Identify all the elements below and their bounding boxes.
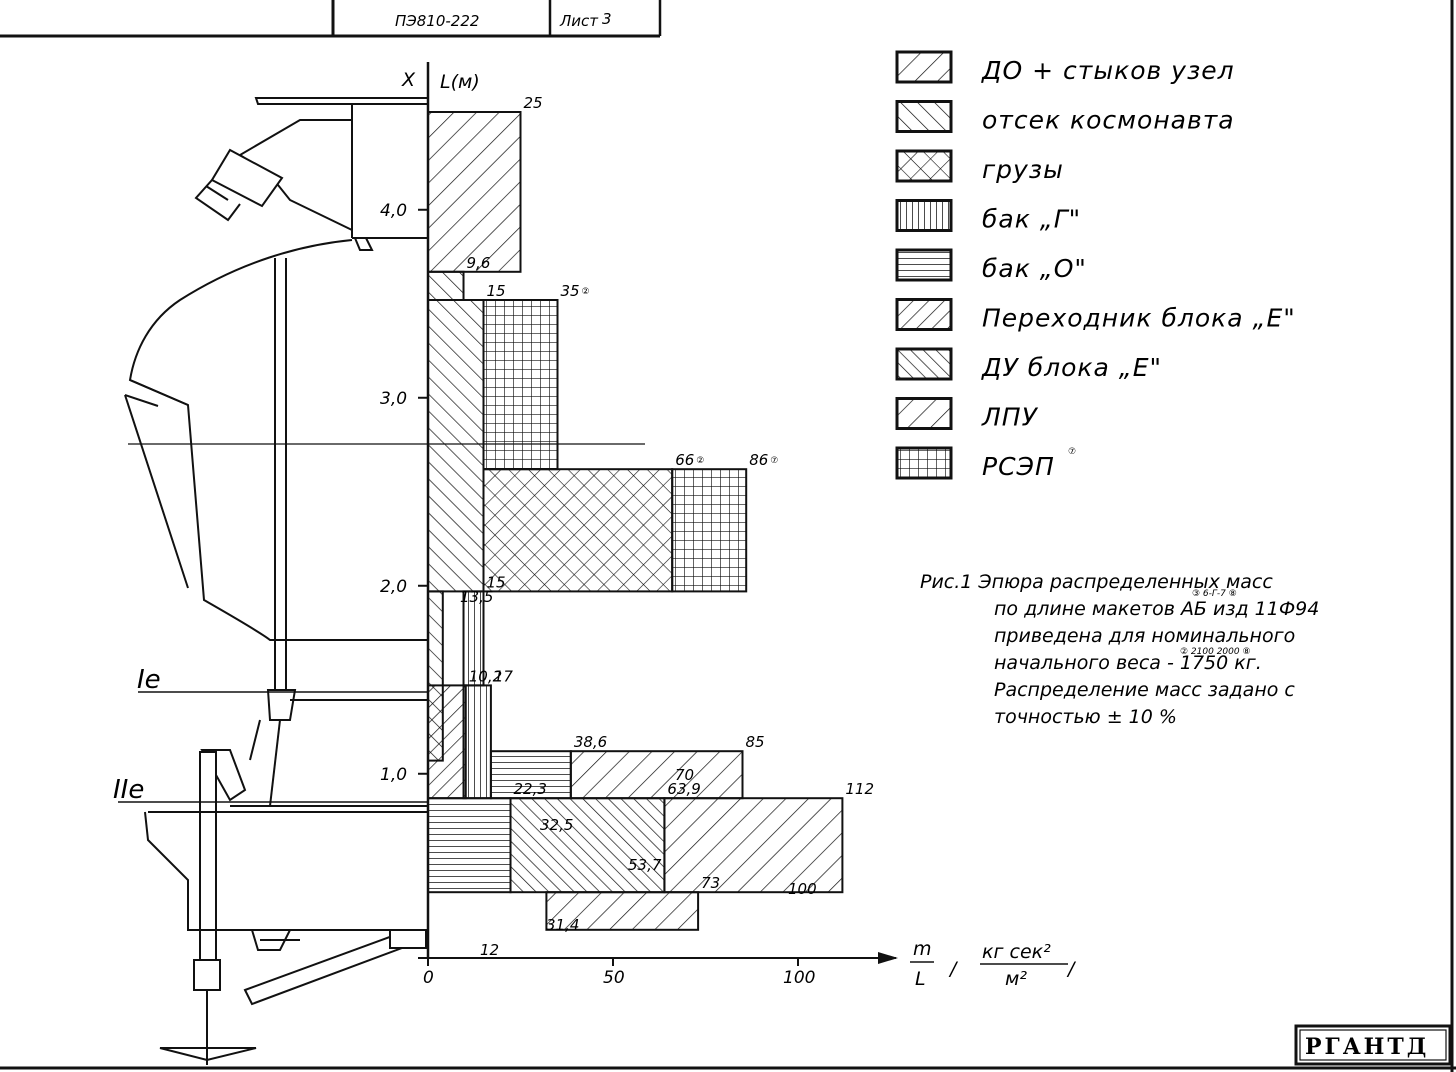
block-4-segment-1-label: 17	[494, 667, 514, 685]
block-3-segment-0	[482, 468, 674, 593]
legend-label-7: ЛПУ	[981, 403, 1039, 432]
block-2-segment-1	[671, 468, 748, 593]
caption-line-1: по длине макетов АБ изд 11Ф94	[994, 598, 1319, 620]
stamp-text: РГАНТД	[1305, 1034, 1429, 1060]
legend-swatch-бак-г	[895, 199, 953, 232]
figure-caption: Рис.1 Эпюра распределенных масс по длине …	[920, 571, 1319, 728]
legend-label-6: ДУ блока „Е"	[981, 353, 1162, 382]
x-tick-label-2: 100	[783, 968, 815, 988]
x-tick-label-1: 50	[603, 968, 625, 988]
step-label-5: 31,4	[546, 916, 579, 934]
caption-line-5: точностью ± 10 %	[994, 706, 1177, 728]
legend-swatch-грузы	[895, 149, 953, 183]
block-8-segment-2	[545, 891, 700, 931]
block-3-segment-0-label: 66	[675, 451, 694, 469]
legend-label-0: ДО + стыков узел	[981, 56, 1235, 85]
block-2-segment-0-label: 35	[561, 282, 580, 300]
block-6-segment-1	[427, 797, 512, 894]
step-label-1: 32,5	[540, 816, 573, 834]
step-label-2: 53,7	[628, 856, 662, 874]
y-tick-label-1: 3,0	[380, 389, 407, 409]
legend-swatch-бак-о	[895, 248, 953, 282]
unit-fraction-denominator: L	[915, 968, 926, 990]
block-8-segment-1-label: 112	[845, 780, 874, 798]
block-0-segment-0-label: 25	[524, 94, 543, 112]
block-4-segment-1	[462, 684, 492, 800]
caption-line-3: начального веса - 1750 кг.	[994, 652, 1262, 674]
block-3-segment-0-note: ②	[696, 456, 704, 466]
block-7-segment-0	[509, 797, 666, 894]
legend-swatch-ду-блока-е	[895, 347, 953, 381]
block-7-segment-0-label: 63,9	[667, 780, 700, 798]
sheet-number: 3	[602, 10, 612, 28]
step-label-6: 12	[480, 941, 499, 959]
block-2-segment-0	[482, 299, 559, 471]
axes: X L(м) 4,0 3,0 2,0 1,0 0 50 100 m L / кг сек²…	[380, 62, 1077, 990]
sheet-label: Лист	[559, 12, 599, 30]
revision-note-2: ② 2100 2000 ⑧	[1180, 647, 1251, 657]
block-5-segment-0-label: 10,2	[469, 667, 502, 685]
section-markers: Iе IIе	[113, 665, 428, 805]
legend: ДО + стыков узел отсек космонавта грузы бак…	[895, 50, 1296, 481]
legend-label-4: бак „О"	[982, 254, 1087, 283]
block-4-segment-0-label: 15	[487, 573, 506, 591]
unit-slash-right: /	[1066, 958, 1077, 980]
step-label-0: 13,5	[460, 588, 493, 606]
legend-swatch-до-стыков-узел	[895, 50, 953, 84]
block-8-segment-2-label: 73	[701, 874, 720, 892]
legend-swatch-рсэп	[895, 446, 953, 480]
unit-fraction-numerator: m	[913, 938, 932, 960]
block-1-segment-0-label: 9,6	[467, 254, 491, 272]
mass-distribution-blocks	[427, 111, 844, 931]
step-label-3: 70	[675, 766, 694, 784]
block-2-segment-1-label: 86	[749, 451, 768, 469]
block-1-segment-0	[427, 270, 465, 301]
legend-swatch-отсек-космонавта	[895, 100, 953, 133]
archive-stamp: РГАНТД	[1294, 1024, 1452, 1066]
block-2-segment-1-note: ⑦	[770, 456, 778, 466]
revision-note-1: ③ 6-Г-7 ⑧	[1192, 589, 1237, 599]
block-8-segment-1	[663, 797, 844, 894]
section-2-label: IIе	[113, 775, 144, 805]
x-tick-label-0: 0	[423, 968, 434, 988]
block-6-segment-0-label: 38,6	[574, 733, 607, 751]
unit-dimension-denominator: м²	[1005, 968, 1027, 990]
legend-note-8: ⑦	[1068, 447, 1076, 457]
block-5-segment-0	[427, 684, 467, 800]
caption-line-0: Рис.1 Эпюра распределенных масс	[920, 571, 1273, 593]
block-8-segment-0	[569, 750, 744, 800]
legend-label-5: Переходник блока „Е"	[982, 304, 1296, 333]
block-2-segment-0-note: ②	[582, 287, 590, 297]
legend-label-1: отсек космонавта	[982, 106, 1235, 135]
length-axis-label: L(м)	[440, 71, 480, 93]
legend-label-2: грузы	[982, 155, 1064, 184]
caption-line-2: приведена для номинального	[994, 625, 1295, 647]
title-block: ПЭ810-222 Лист 3	[0, 0, 662, 38]
legend-label-8: РСЭП	[982, 452, 1055, 481]
legend-swatch-переходник-блока-е	[895, 298, 953, 331]
y-tick-label-2: 2,0	[380, 577, 407, 597]
block-6-segment-1-label: 22,3	[514, 780, 547, 798]
caption-line-4: Распределение масс задано с	[994, 679, 1295, 701]
legend-swatch-лпу	[895, 397, 953, 430]
step-label-4: 100	[788, 880, 817, 898]
legend-label-3: бак „Г"	[982, 205, 1081, 234]
block-0-segment-0	[427, 111, 522, 273]
y-tick-label-3: 1,0	[380, 765, 407, 785]
spacecraft-outline	[124, 97, 645, 1065]
doc-number: ПЭ810-222	[395, 12, 479, 30]
mass-axis-unit: m L / кг сек² м² /	[910, 938, 1077, 990]
x-axis-letter: X	[401, 69, 416, 91]
unit-slash-left: /	[948, 958, 959, 980]
unit-dimension-numerator: кг сек²	[982, 941, 1051, 963]
block-1-segment-1	[427, 299, 485, 593]
block-1-segment-1-label: 15	[487, 282, 506, 300]
y-tick-label-0: 4,0	[380, 201, 407, 221]
section-1-label: Iе	[137, 665, 161, 695]
block-8-segment-0-label: 85	[746, 733, 765, 751]
